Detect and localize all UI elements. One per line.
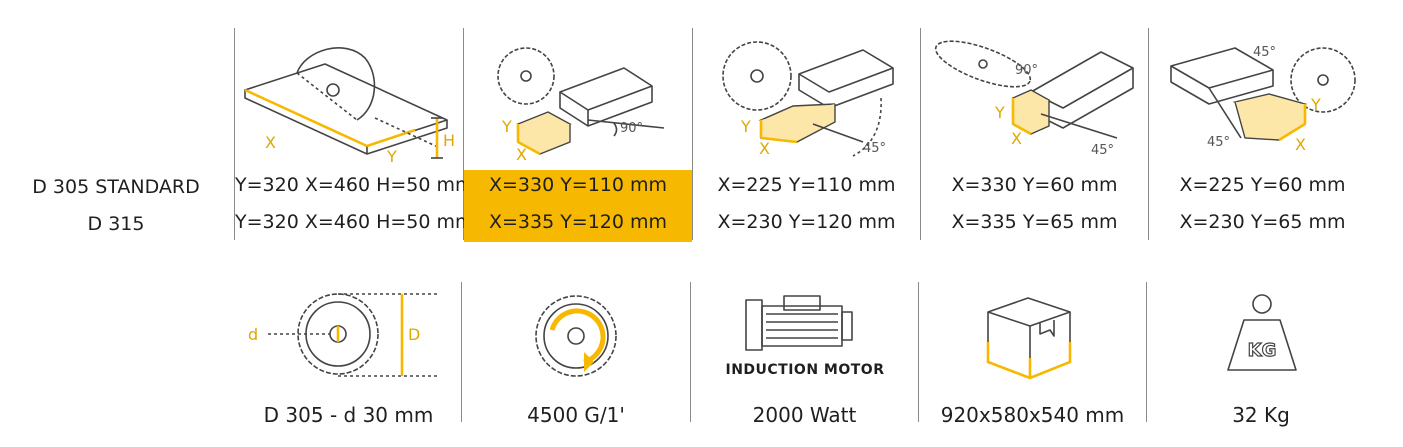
angle-label-bottom: 45° — [1091, 143, 1114, 158]
capacity-column-table: X Y H Y=320 X=460 H=50 mm Y=320 X=460 H=… — [235, 28, 474, 240]
separator — [461, 282, 462, 422]
saw-blade-icon: d D — [248, 293, 440, 377]
capacity-standard: X=330 Y=110 mm — [488, 174, 668, 196]
bore-d-label: d — [248, 325, 258, 344]
separator — [1146, 282, 1147, 422]
dim-x-label: X — [516, 145, 527, 164]
capacity-d315: X=335 Y=65 mm — [951, 211, 1118, 233]
cut-tilt-diagram: 90° Y X 45° — [934, 40, 1134, 158]
capacity-standard: X=330 Y=60 mm — [951, 174, 1118, 196]
angle-label: 90° — [620, 121, 643, 136]
capacity-standard: X=225 Y=110 mm — [717, 174, 896, 196]
highlight-block — [464, 170, 692, 242]
power-spec: 2000 Watt — [752, 403, 857, 427]
motor-caption: INDUCTION MOTOR — [725, 362, 885, 378]
angle-label: 45° — [863, 141, 886, 156]
capacity-column-90: Y X 90° X=330 Y=110 mm X=335 Y=120 mm — [464, 28, 692, 242]
separator — [920, 28, 921, 240]
induction-motor-icon — [745, 295, 853, 351]
capacity-d315: X=230 Y=65 mm — [1179, 211, 1346, 233]
separator — [234, 28, 235, 240]
weight-badge: KG — [1248, 340, 1277, 361]
angle-label-top: 45° — [1253, 45, 1276, 60]
diameter-D-label: D — [408, 325, 420, 344]
dim-x-label: X — [265, 133, 276, 152]
separator — [918, 282, 919, 422]
dim-y-label: Y — [501, 117, 512, 136]
cut-90-diagram: Y X 90° — [497, 47, 665, 164]
capacity-d315: X=230 Y=120 mm — [717, 211, 896, 233]
capacity-standard: Y=320 X=460 H=50 mm — [235, 174, 474, 196]
capacity-d315: X=335 Y=120 mm — [488, 211, 668, 233]
speed-spec: 4500 G/1' — [527, 403, 625, 427]
capacity-standard: X=225 Y=60 mm — [1179, 174, 1346, 196]
cut-45-diagram: Y X 45° — [722, 41, 894, 158]
capacity-column-compound: 45° Y 45° X X=225 Y=60 mm X=230 Y=65 mm — [1149, 28, 1376, 240]
model-name-d315: D 315 — [87, 213, 145, 235]
capacity-d315: Y=320 X=460 H=50 mm — [235, 211, 474, 233]
separator — [1148, 28, 1149, 240]
weight-icon: KG — [1227, 294, 1297, 371]
dim-x-label: X — [1011, 129, 1022, 148]
separator — [692, 28, 693, 240]
dim-y-label: Y — [740, 117, 751, 136]
rotation-speed-icon — [535, 295, 617, 377]
dimensions-spec: 920x580x540 mm — [940, 403, 1125, 427]
angle-label-top: 90° — [1015, 63, 1038, 78]
cut-compound-diagram: 45° Y 45° X — [1170, 45, 1356, 154]
dim-h-label: H — [443, 131, 455, 150]
dim-x-label: X — [759, 139, 770, 158]
dim-x-label: X — [1295, 135, 1306, 154]
weight-spec: 32 Kg — [1232, 403, 1290, 427]
model-name-standard: D 305 STANDARD — [32, 176, 200, 198]
package-box-icon — [986, 297, 1072, 380]
separator — [463, 28, 464, 240]
blade-spec: D 305 - d 30 mm — [263, 403, 434, 427]
table-cut-diagram: X Y H — [244, 47, 455, 166]
angle-label-bottom: 45° — [1207, 135, 1230, 150]
capacity-column-45: Y X 45° X=225 Y=110 mm X=230 Y=120 mm — [693, 28, 920, 240]
separator — [690, 282, 691, 422]
dim-y-label: Y — [386, 147, 397, 166]
dim-y-label: Y — [1310, 95, 1321, 114]
capacity-column-tilt: 90° Y X 45° X=330 Y=60 mm X=335 Y=65 mm — [921, 28, 1148, 240]
dim-y-label: Y — [994, 103, 1005, 122]
